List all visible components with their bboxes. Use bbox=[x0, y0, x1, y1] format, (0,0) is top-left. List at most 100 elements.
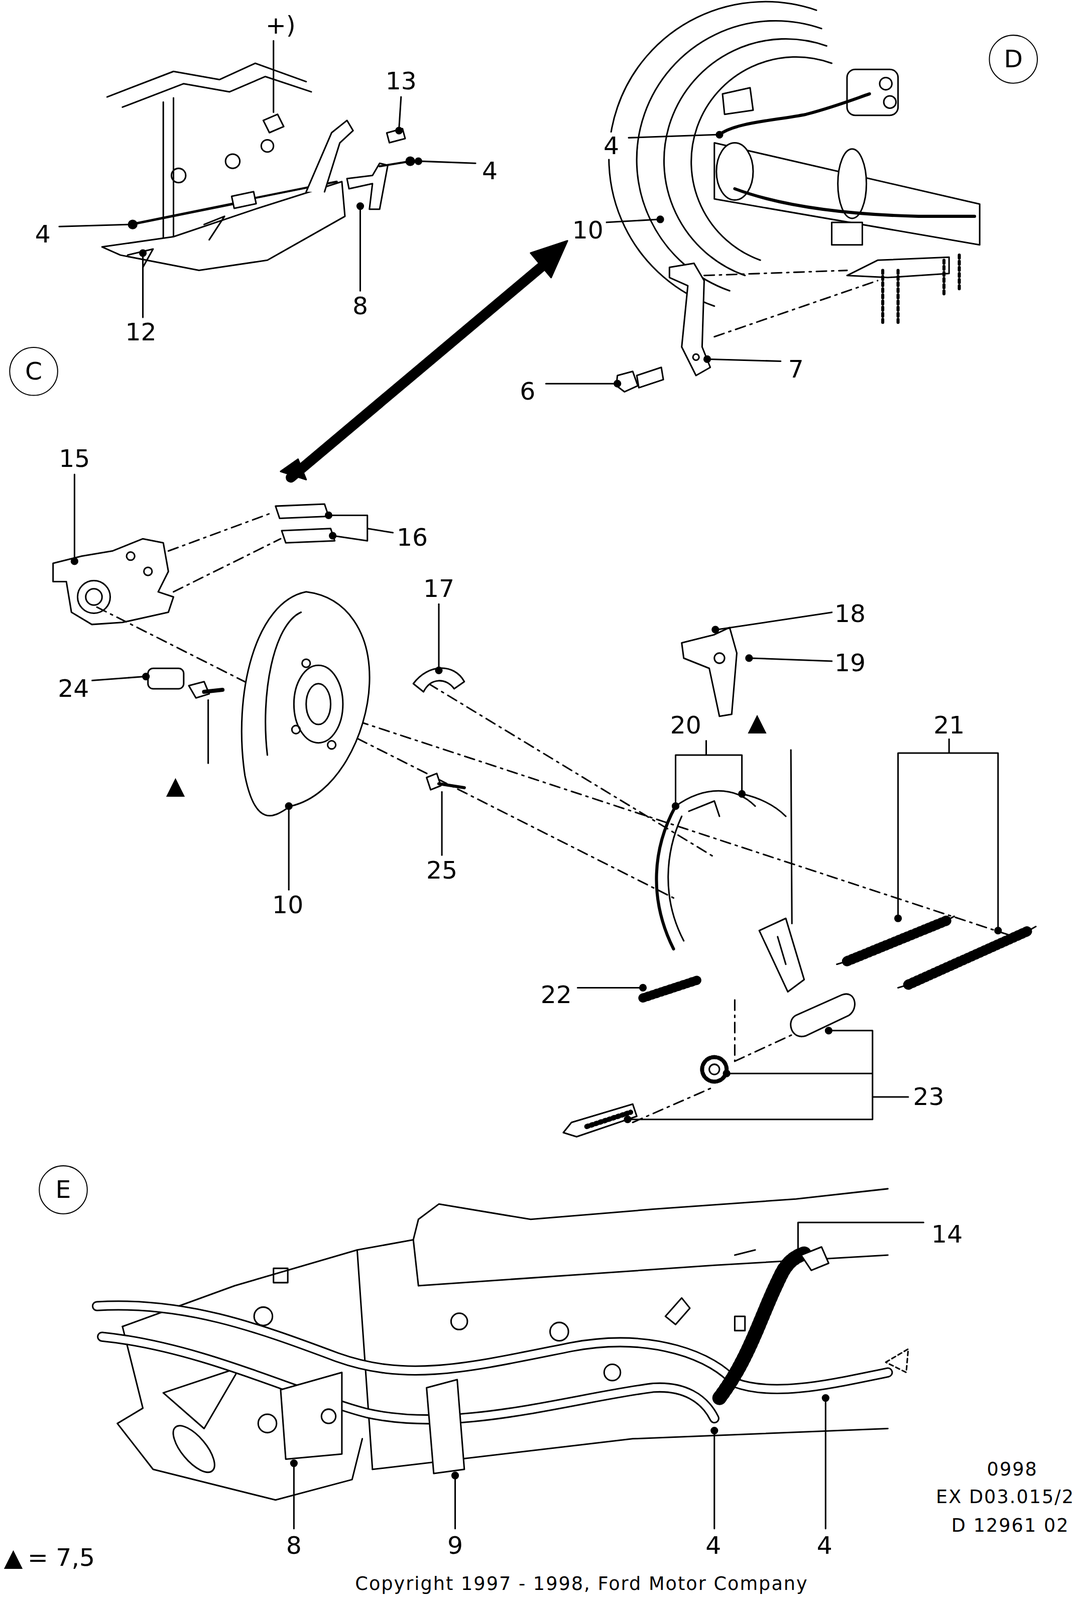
illustration-stroke bbox=[714, 653, 725, 664]
illustration-stroke bbox=[624, 1116, 631, 1123]
illustration-stroke bbox=[563, 1104, 637, 1137]
view-arrow bbox=[280, 241, 568, 481]
illustration-stroke bbox=[356, 1239, 419, 1470]
illustration-stroke bbox=[734, 1316, 745, 1331]
small-parts bbox=[148, 627, 805, 993]
section-letter: D bbox=[1003, 44, 1023, 74]
callout-number: +) bbox=[263, 12, 298, 40]
illustration-stroke bbox=[717, 612, 833, 631]
illustration-stroke bbox=[356, 202, 364, 209]
illustration-stroke bbox=[281, 528, 335, 543]
illustration-stroke bbox=[639, 984, 646, 991]
callout-number: 16 bbox=[394, 524, 430, 552]
illustration-stroke bbox=[450, 1313, 468, 1331]
illustration-stroke bbox=[122, 76, 312, 107]
illustration-stroke bbox=[336, 714, 1021, 939]
illustration-stroke bbox=[665, 1297, 690, 1325]
illustration-stroke bbox=[734, 1000, 736, 1062]
illustration-stroke bbox=[703, 355, 710, 363]
illustration-stroke bbox=[759, 918, 804, 992]
illustration-stroke bbox=[101, 1337, 715, 1420]
drawing-code: EX D03.015/2 bbox=[933, 1487, 1077, 1508]
illustration-stroke bbox=[714, 280, 878, 337]
illustration-stroke bbox=[742, 793, 786, 817]
illustration-stroke bbox=[847, 920, 947, 962]
illustration-stroke bbox=[831, 222, 863, 246]
shims-16 bbox=[275, 504, 335, 543]
leader-lines-top bbox=[59, 40, 476, 318]
callout-number: 4 bbox=[703, 1532, 724, 1560]
illustration-stroke bbox=[751, 658, 833, 662]
callout-number: 15 bbox=[56, 445, 92, 473]
callout-number: 23 bbox=[910, 1083, 946, 1111]
illustration-stroke bbox=[291, 725, 300, 734]
illustration-stroke bbox=[609, 1, 817, 306]
illustration-stroke bbox=[53, 538, 174, 625]
callout-number: 8 bbox=[284, 1532, 304, 1560]
illustration-stroke bbox=[204, 689, 223, 692]
illustration-stroke bbox=[306, 683, 331, 725]
illustration-stroke bbox=[714, 143, 980, 246]
dash-dot-lines bbox=[96, 512, 1021, 1123]
illustration-stroke bbox=[895, 915, 902, 922]
leader-lines-d bbox=[545, 134, 781, 387]
callout-number: 12 bbox=[123, 319, 159, 347]
callout-number: 9 bbox=[445, 1532, 465, 1560]
callout-number: ▲ bbox=[2, 1544, 26, 1573]
illustration-stroke bbox=[74, 474, 76, 560]
illustration-stroke bbox=[656, 806, 676, 950]
illustration-stroke bbox=[101, 1337, 715, 1420]
illustration-stroke bbox=[302, 659, 311, 668]
illustration-stroke bbox=[669, 263, 710, 376]
illustration-stroke bbox=[144, 567, 153, 576]
illustration-stroke bbox=[325, 512, 332, 519]
section-circle: C bbox=[9, 346, 59, 397]
illustration-stroke bbox=[96, 607, 674, 898]
illustration-stroke bbox=[681, 627, 738, 717]
illustration-stroke bbox=[275, 504, 329, 519]
callout-number: ▲ bbox=[745, 708, 769, 737]
drawing-code: Copyright 1997 - 1998, Ford Motor Compan… bbox=[352, 1573, 811, 1594]
illustration-stroke bbox=[586, 1112, 631, 1127]
callout-number: 25 bbox=[424, 857, 460, 885]
illustration-stroke bbox=[263, 114, 284, 134]
illustration-stroke bbox=[879, 77, 892, 90]
illustration-stroke bbox=[836, 916, 955, 965]
illustration-stroke bbox=[663, 38, 827, 276]
frame-top bbox=[101, 63, 345, 271]
illustration-stroke bbox=[746, 655, 753, 662]
illustration-stroke bbox=[688, 801, 720, 817]
illustration-stroke bbox=[128, 220, 137, 229]
illustration-stroke bbox=[642, 979, 699, 999]
illustration-stroke bbox=[545, 383, 616, 385]
illustration-stroke bbox=[722, 87, 754, 115]
illustration-stroke bbox=[420, 161, 476, 164]
illustration-stroke bbox=[657, 216, 664, 223]
callout-number: 18 bbox=[832, 601, 868, 629]
illustration-stroke bbox=[627, 1030, 909, 1120]
illustration-stroke bbox=[306, 120, 353, 192]
illustration-stroke bbox=[273, 40, 275, 112]
callout-number: 19 bbox=[832, 649, 868, 677]
illustration-stroke bbox=[709, 1064, 720, 1075]
illustration-stroke bbox=[173, 538, 281, 592]
illustration-stroke bbox=[396, 127, 403, 134]
illustration-stroke bbox=[716, 143, 754, 201]
illustration-stroke bbox=[290, 267, 541, 478]
illustration-stroke bbox=[713, 1432, 715, 1529]
illustration-stroke bbox=[399, 96, 402, 129]
illustration-stroke bbox=[241, 591, 370, 816]
illustration-stroke bbox=[328, 515, 393, 541]
illustration-stroke bbox=[908, 930, 1029, 986]
illustration-stroke bbox=[703, 270, 848, 276]
bracket-7-bolt-6 bbox=[616, 263, 878, 392]
illustration-stroke bbox=[426, 773, 441, 791]
illustration-stroke bbox=[77, 580, 110, 614]
illustration-stroke bbox=[171, 168, 186, 183]
callout-number: 6 bbox=[517, 378, 538, 406]
illustration-stroke bbox=[207, 699, 209, 764]
illustration-stroke bbox=[716, 131, 723, 138]
illustration-stroke bbox=[883, 95, 896, 108]
